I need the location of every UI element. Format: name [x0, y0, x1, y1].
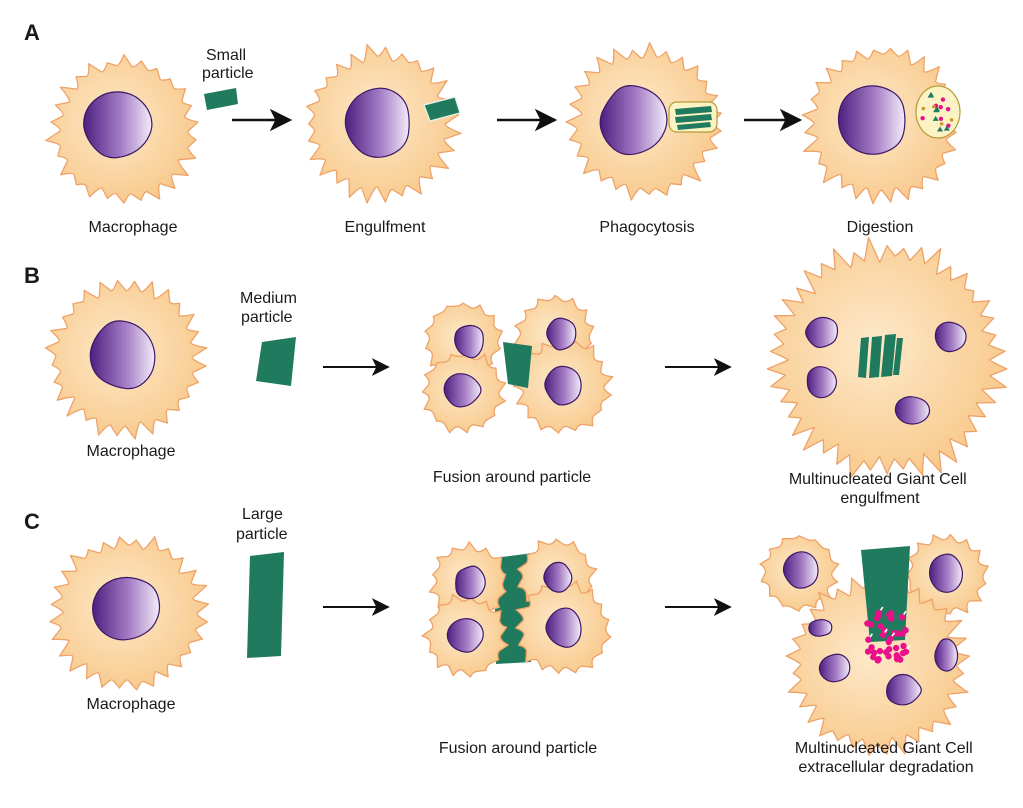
label-macrophage-c: Macrophage	[87, 696, 176, 713]
label-phagocytosis: Phagocytosis	[599, 219, 694, 236]
giant-cell-b	[766, 236, 1008, 479]
label-fusion-c: Fusion around particle	[439, 740, 597, 757]
label-digestion: Digestion	[847, 219, 914, 236]
macrophage-cell-c	[49, 536, 210, 691]
label-macrophage-a: Macrophage	[89, 219, 178, 236]
phagocytosis-cell	[565, 42, 723, 201]
enzyme-release	[864, 606, 911, 664]
engulfed-particle-fragments	[858, 334, 903, 378]
macrophage-cell-b	[44, 279, 208, 440]
digestion-cell	[801, 47, 961, 205]
label-fusion-b: Fusion around particle	[433, 469, 591, 486]
engulfed-particle	[423, 96, 461, 122]
fused-cells-b	[421, 294, 614, 434]
label-giant-cell-engulfment: Multinucleated Giant Cell engulfment	[789, 471, 971, 507]
panel-letter-b: B	[24, 263, 40, 288]
fused-cells-c	[421, 538, 612, 678]
giant-cell-c	[759, 533, 989, 756]
small-particle	[204, 88, 238, 110]
panel-letter-a: A	[24, 20, 40, 45]
small-particle-label: Small particle	[202, 47, 254, 82]
label-giant-cell-degradation: Multinucleated Giant Cell extracellular …	[795, 740, 977, 776]
large-particle-in-pocket	[861, 546, 910, 642]
medium-particle-label: Medium particle	[240, 290, 301, 326]
large-particle-label: Large particle	[236, 506, 288, 543]
medium-particle	[256, 337, 296, 386]
phagosome	[668, 101, 718, 133]
large-particle	[247, 552, 284, 658]
panel-letter-c: C	[24, 509, 40, 534]
macrophage-cell	[45, 54, 199, 204]
engulfment-cell	[306, 43, 462, 204]
label-engulfment: Engulfment	[345, 219, 426, 236]
particle-between-cells	[503, 342, 532, 388]
phagolysosome	[915, 85, 961, 139]
label-macrophage-b: Macrophage	[87, 443, 176, 460]
